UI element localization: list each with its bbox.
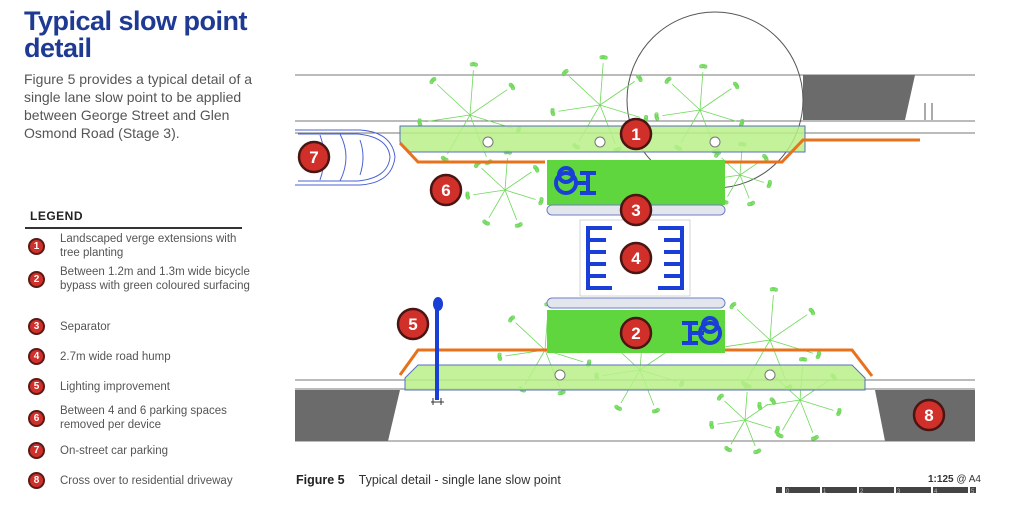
- bicycle-icon: [554, 166, 596, 195]
- legend-item: 4 2.7m wide road hump: [28, 348, 258, 365]
- callout-marker-7: 7: [297, 140, 331, 174]
- scale-tick-label: 2: [860, 489, 864, 495]
- callout-number: 7: [309, 148, 318, 167]
- legend-item: 2 Between 1.2m and 1.3m wide bicycle bypa…: [28, 265, 258, 293]
- scale-label: 1:125 @ A4: [928, 474, 981, 485]
- scale-tick-label: 1: [823, 489, 827, 495]
- legend-marker: 2: [28, 270, 45, 288]
- legend-text: Cross over to residential driveway: [60, 474, 233, 487]
- intro-paragraph: Figure 5 provides a typical detail of a …: [24, 71, 253, 141]
- legend-item: 7 On-street car parking: [28, 442, 258, 459]
- parking-line-top: [398, 141, 545, 164]
- scale-segment: [822, 487, 857, 493]
- callout-marker-6: 6: [429, 173, 463, 207]
- callout-number: 8: [924, 406, 933, 425]
- legend-item: 6 Between 4 and 6 parking spaces removed …: [28, 404, 258, 432]
- separator-bottom: [546, 297, 726, 309]
- road-hump-markings: [586, 226, 684, 290]
- scale-segment: [859, 487, 894, 493]
- callout-marker-8: 8: [912, 398, 946, 432]
- legend-marker: 8: [28, 472, 45, 489]
- legend-text: Between 4 and 6 parking spaces removed p…: [60, 405, 227, 431]
- tree-pit: [554, 369, 566, 381]
- callout-marker-2: 2: [619, 316, 653, 350]
- fence-post: [924, 103, 933, 120]
- legend-marker: 4: [28, 348, 45, 365]
- figure-caption: Figure 5 Typical detail - single lane slo…: [296, 473, 561, 487]
- lighting-pole-icon: [431, 297, 444, 405]
- legend-text: Separator: [60, 320, 111, 333]
- tree-icon: [709, 384, 780, 455]
- scale-tick-label: 3: [897, 489, 901, 495]
- parking-line-top-right: [725, 138, 920, 164]
- legend-marker: 5: [28, 378, 45, 395]
- scale-tick-label: 4: [934, 489, 938, 495]
- verge-extension-bottom: [404, 364, 866, 391]
- callout-number: 3: [631, 201, 640, 220]
- callout-marker-4: 4: [619, 241, 653, 275]
- legend-title: LEGEND: [30, 209, 84, 223]
- figure-caption-text: Typical detail - single lane slow point: [358, 473, 561, 487]
- callout-marker-1: 1: [619, 117, 653, 151]
- legend-item: 1 Landscaped verge extensions with tree p…: [28, 232, 258, 260]
- scale-segment: [776, 487, 782, 493]
- callout-number: 1: [631, 125, 640, 144]
- parked-car-icon: [295, 129, 396, 186]
- tree-pit: [482, 136, 494, 148]
- legend-text: 2.7m wide road hump: [60, 350, 171, 363]
- callout-number: 5: [408, 315, 417, 334]
- bicycle-icon: [682, 316, 722, 345]
- legend-text: Landscaped verge extensions with tree pl…: [60, 233, 237, 259]
- parking-line-bottom: [398, 348, 547, 376]
- tree-pit: [709, 136, 721, 148]
- scale-segment: [933, 487, 968, 493]
- legend-item: 8 Cross over to residential driveway: [28, 472, 258, 489]
- tree-pit: [594, 136, 606, 148]
- legend-text: Lighting improvement: [60, 380, 170, 393]
- callout-number: 6: [441, 181, 450, 200]
- parking-line-bottom-right: [725, 348, 874, 377]
- legend-text: On-street car parking: [60, 444, 169, 457]
- callout-number: 4: [631, 249, 641, 268]
- scale-tick-label: 5: [971, 489, 975, 495]
- scale-paper: @ A4: [956, 474, 981, 485]
- scale-segment: [896, 487, 931, 493]
- callout-marker-5: 5: [396, 307, 430, 341]
- scale-bar: 0 1 2 3 4 5: [776, 487, 976, 495]
- scale-tick-label: 0: [786, 489, 790, 495]
- tree-pit: [764, 369, 776, 381]
- legend-marker: 7: [28, 442, 45, 459]
- callout-number: 2: [631, 324, 640, 343]
- legend-text: Between 1.2m and 1.3m wide bicycle bypas…: [60, 266, 250, 292]
- scale-ratio: 1:125: [928, 474, 954, 485]
- driveway-bottom-left: [295, 390, 400, 441]
- scale-segment: [970, 487, 976, 493]
- legend-marker: 3: [28, 318, 45, 335]
- callout-marker-3: 3: [619, 193, 653, 227]
- legend-marker: 1: [28, 237, 45, 255]
- legend-item: 5 Lighting improvement: [28, 378, 258, 395]
- legend-item: 3 Separator: [28, 318, 258, 335]
- figure-label: Figure 5: [296, 473, 345, 487]
- driveway-top: [803, 75, 915, 120]
- legend-marker: 6: [28, 409, 45, 427]
- page-title: Typical slow point detail: [24, 6, 248, 63]
- legend-divider: [25, 227, 242, 229]
- scale-segment: [785, 487, 820, 493]
